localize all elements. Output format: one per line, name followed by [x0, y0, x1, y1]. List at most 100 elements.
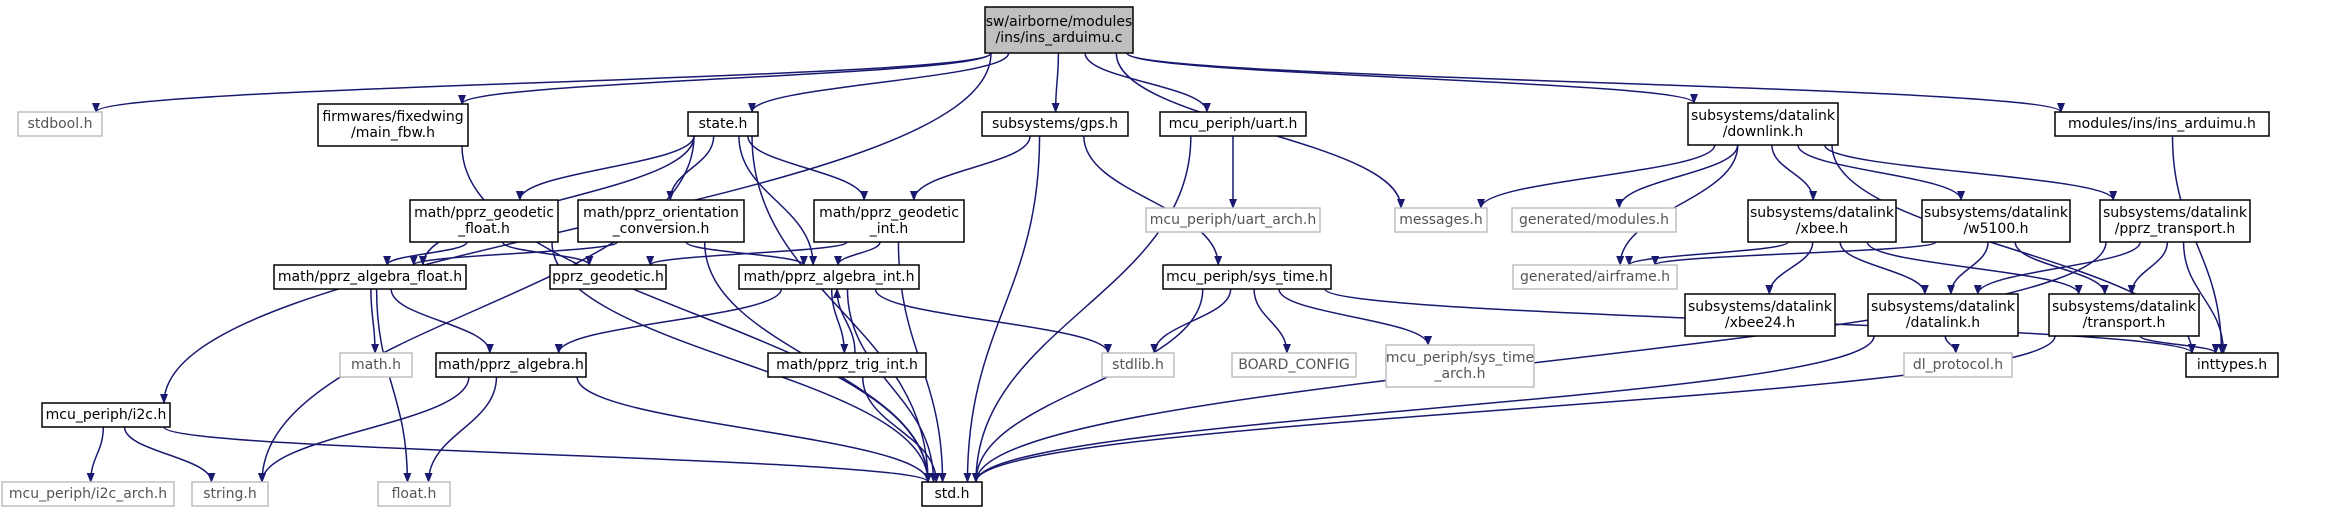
node-label-pprz_transport: /pprz_transport.h: [2115, 221, 2236, 237]
edge-root-to-stdbool: [92, 52, 992, 113]
node-box-transport: [2048, 293, 2200, 337]
edge-root-to-state: [748, 52, 1010, 113]
node-box-w5100: [1921, 199, 2071, 243]
node-float_h: float.h: [377, 481, 451, 507]
edge-trig_int-to-algebra_int: [833, 288, 856, 354]
node-box-root: [984, 6, 1134, 54]
node-box-sys_time: [1162, 264, 1332, 290]
node-stdbool: stdbool.h: [17, 111, 103, 137]
edge-root-to-gps: [1051, 52, 1060, 113]
edge-i2c-to-std: [163, 426, 932, 483]
node-math_h: math.h: [339, 352, 413, 378]
node-label-pprz_transport: subsystems/datalink: [2103, 205, 2248, 221]
edge-pprz_transport-to-transport: [2127, 241, 2169, 295]
node-box-i2c: [41, 402, 171, 428]
node-box-dl_protocol: [1903, 352, 2013, 378]
node-box-stdbool: [17, 111, 103, 137]
edge-i2c-to-i2c_arch: [86, 426, 105, 483]
node-label-main_fbw: firmwares/fixedwing: [322, 109, 463, 125]
node-geodetic_int[interactable]: math/pprz_geodetic_int.h: [813, 199, 965, 243]
edge-state-to-orientation: [666, 135, 715, 201]
node-transport[interactable]: subsystems/datalink/transport.h: [2048, 293, 2200, 337]
edge-datalink-to-dl_protocol: [1944, 335, 1960, 354]
node-label-uart_arch: mcu_periph/uart_arch.h: [1150, 212, 1316, 228]
node-box-gps: [981, 111, 1129, 137]
edge-root-to-uart: [1084, 52, 1211, 113]
node-sys_time[interactable]: mcu_periph/sys_time.h: [1162, 264, 1332, 290]
node-pprz_transport[interactable]: subsystems/datalink/pprz_transport.h: [2099, 199, 2251, 243]
edge-w5100-to-datalink: [1946, 241, 1989, 295]
node-box-uart_arch: [1145, 207, 1321, 233]
node-pprz_geodetic[interactable]: pprz_geodetic.h: [549, 264, 667, 290]
node-label-geodetic_float: _float.h: [457, 221, 510, 237]
edge-algebra-to-std: [576, 376, 932, 483]
node-label-board_config: BOARD_CONFIG: [1238, 357, 1350, 373]
node-label-geodetic_int: math/pprz_geodetic: [819, 205, 959, 221]
edge-root-to-ins_arduimu_h: [1126, 52, 2065, 113]
node-label-downlink: subsystems/datalink: [1691, 108, 1836, 124]
node-label-sys_time_arch: mcu_periph/sys_time: [1386, 350, 1534, 366]
edge-sys_time-to-stdlib: [1150, 288, 1232, 354]
node-box-orientation: [577, 199, 745, 243]
edge-state-to-algebra_int: [738, 135, 818, 266]
node-label-trig_int: math/pprz_trig_int.h: [776, 357, 918, 373]
node-label-datalink: subsystems/datalink: [1871, 299, 2016, 315]
edge-algebra_float-to-algebra: [390, 288, 494, 354]
node-box-ins_arduimu_h: [2054, 111, 2270, 137]
node-label-float_h: float.h: [392, 486, 437, 502]
node-gps[interactable]: subsystems/gps.h: [981, 111, 1129, 137]
edge-geodetic_int-to-pprz_geodetic: [646, 241, 848, 266]
node-algebra_float[interactable]: math/pprz_algebra_float.h: [273, 264, 467, 290]
node-orientation[interactable]: math/pprz_orientation_conversion.h: [577, 199, 745, 243]
node-box-i2c_arch: [1, 481, 175, 507]
node-box-std: [921, 481, 983, 507]
node-label-transport: subsystems/datalink: [2052, 299, 2197, 315]
node-geodetic_float[interactable]: math/pprz_geodetic_float.h: [409, 199, 559, 243]
node-datalink[interactable]: subsystems/datalink/datalink.h: [1867, 293, 2019, 337]
node-box-algebra_float: [273, 264, 467, 290]
edge-root-to-downlink: [1126, 52, 1698, 104]
node-xbee[interactable]: subsystems/datalink/xbee.h: [1747, 199, 1897, 243]
node-label-algebra: math/pprz_algebra.h: [438, 357, 584, 373]
node-label-pprz_geodetic: pprz_geodetic.h: [552, 269, 664, 285]
edge-gps-to-std: [963, 135, 1041, 483]
node-std[interactable]: std.h: [921, 481, 983, 507]
node-label-messages: messages.h: [1399, 212, 1483, 228]
edge-downlink-to-messages: [1477, 144, 1716, 209]
node-algebra[interactable]: math/pprz_algebra.h: [435, 352, 587, 378]
node-xbee24[interactable]: subsystems/datalink/xbee24.h: [1684, 293, 1836, 337]
node-root[interactable]: sw/airborne/modules/ins/ins_arduimu.c: [984, 6, 1134, 54]
node-box-gen_modules: [1511, 207, 1677, 233]
node-ins_arduimu_h[interactable]: modules/ins/ins_arduimu.h: [2054, 111, 2270, 137]
node-box-pprz_transport: [2099, 199, 2251, 243]
edge-xbee-to-transport: [1866, 241, 2083, 295]
node-box-geodetic_float: [409, 199, 559, 243]
node-sys_time_arch: mcu_periph/sys_time_arch.h: [1385, 344, 1535, 388]
node-main_fbw[interactable]: firmwares/fixedwing/main_fbw.h: [317, 103, 469, 147]
node-label-xbee24: /xbee24.h: [1725, 315, 1795, 331]
node-label-algebra_int: math/pprz_algebra_int.h: [744, 269, 915, 285]
node-label-stdbool: stdbool.h: [28, 116, 93, 132]
edge-downlink-to-xbee: [1771, 144, 1818, 201]
node-label-orientation: math/pprz_orientation: [583, 205, 739, 221]
node-box-xbee: [1747, 199, 1897, 243]
node-label-transport: /transport.h: [2083, 315, 2166, 331]
node-i2c[interactable]: mcu_periph/i2c.h: [41, 402, 171, 428]
node-label-stdlib: stdlib.h: [1112, 357, 1164, 373]
node-box-algebra_int: [738, 264, 920, 290]
node-label-algebra_float: math/pprz_algebra_float.h: [278, 269, 462, 285]
node-w5100[interactable]: subsystems/datalink/w5100.h: [1921, 199, 2071, 243]
node-uart[interactable]: mcu_periph/uart.h: [1159, 111, 1307, 137]
edge-algebra_int-to-trig_int: [830, 288, 849, 354]
node-label-sys_time_arch: _arch.h: [1434, 366, 1486, 382]
node-trig_int[interactable]: math/pprz_trig_int.h: [767, 352, 927, 378]
node-state[interactable]: state.h: [687, 111, 759, 137]
node-algebra_int[interactable]: math/pprz_algebra_int.h: [738, 264, 920, 290]
edge-downlink-to-gen_airframe: [1616, 144, 1739, 266]
edge-xbee-to-xbee24: [1765, 241, 1814, 295]
edge-pprz_transport-to-inttypes: [2182, 241, 2228, 354]
node-downlink[interactable]: subsystems/datalink/downlink.h: [1687, 102, 1839, 146]
node-inttypes[interactable]: inttypes.h: [2185, 352, 2279, 378]
node-label-downlink: /downlink.h: [1723, 124, 1804, 140]
